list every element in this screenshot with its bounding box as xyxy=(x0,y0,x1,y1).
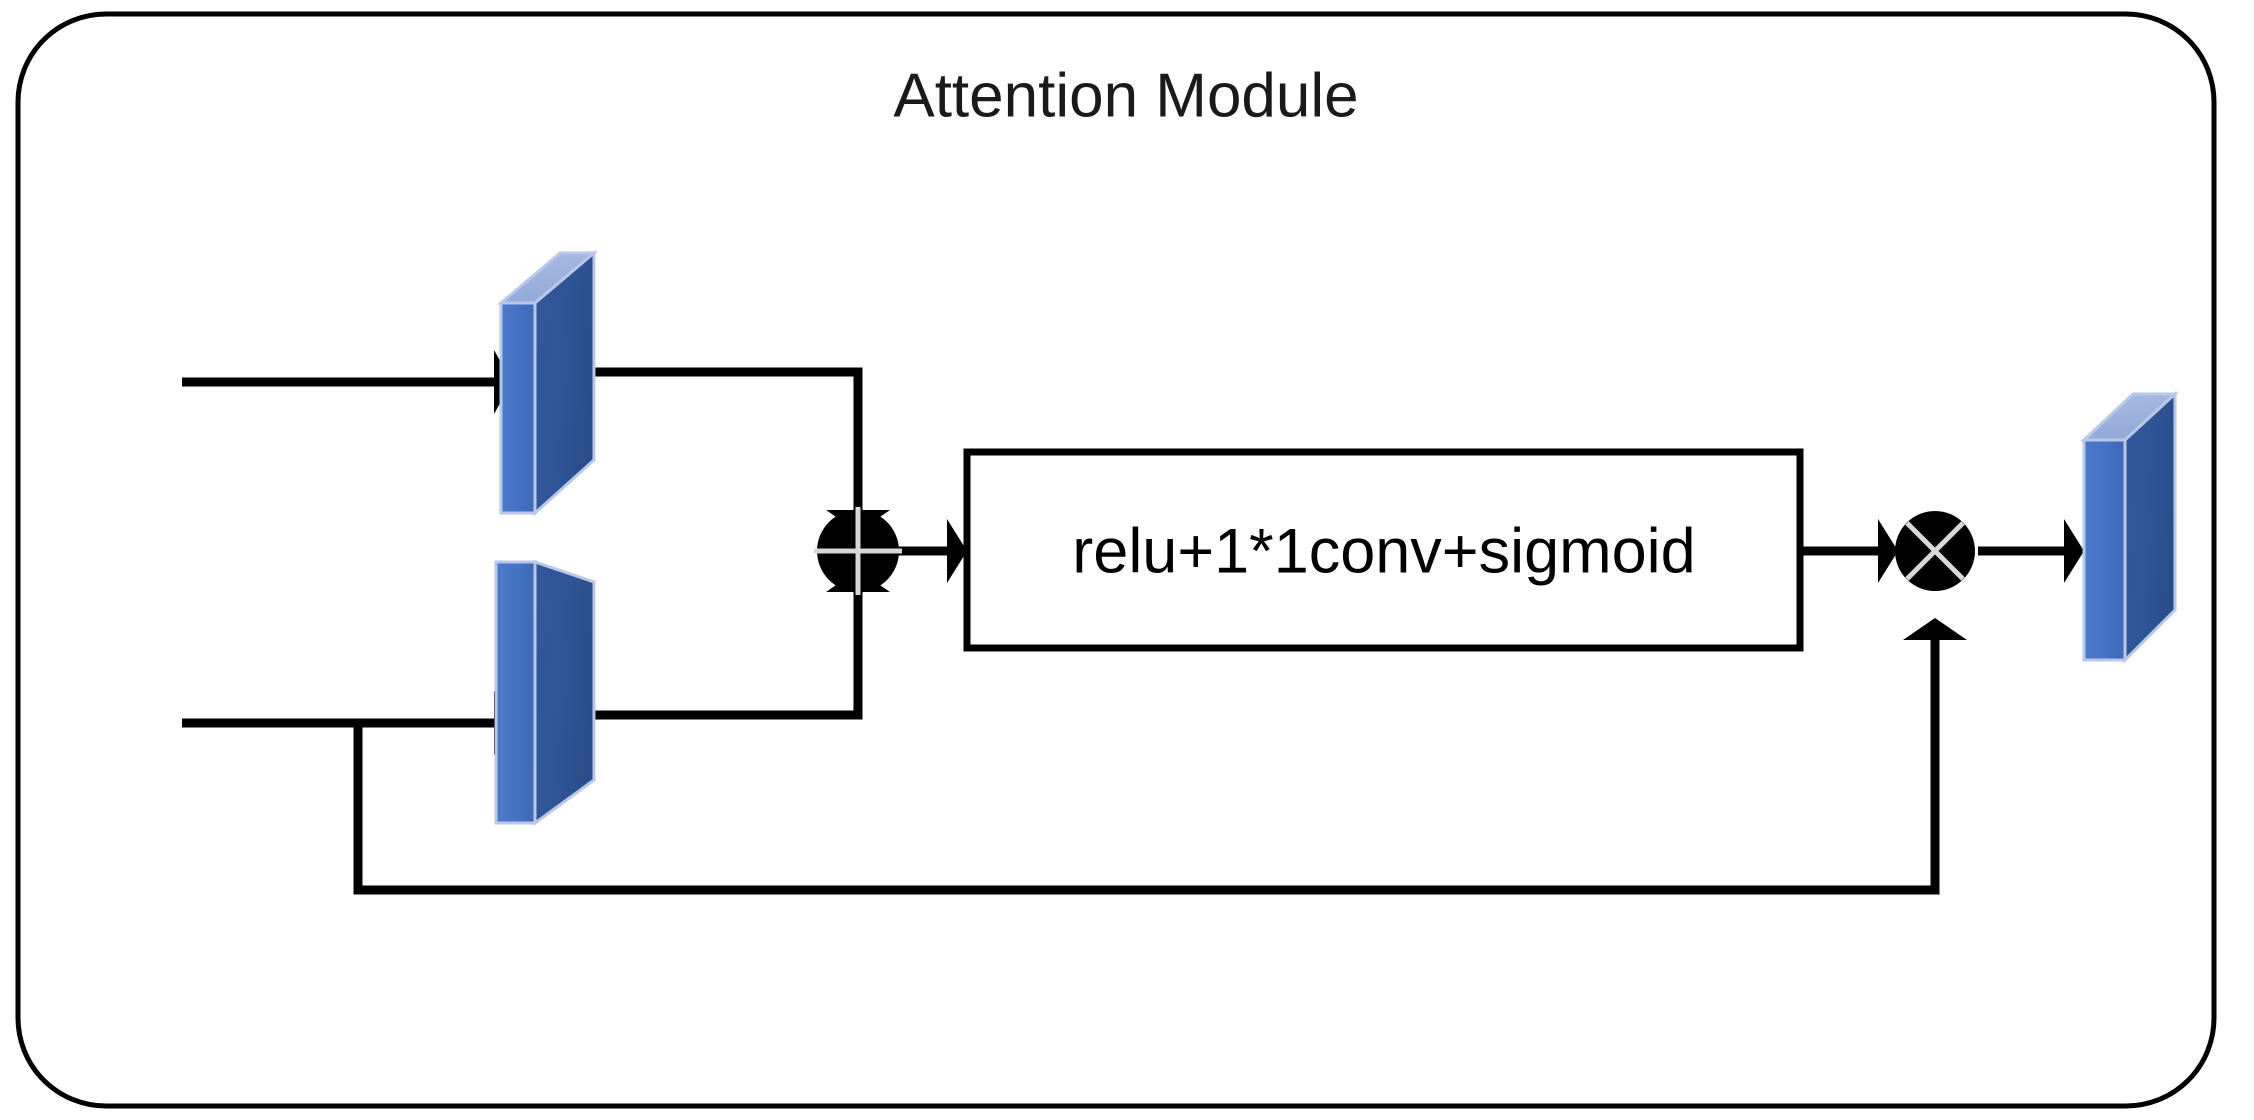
page-title: Attention Module xyxy=(893,61,1358,130)
conv-to-multiply-wire xyxy=(1800,519,1898,583)
feature-map-output xyxy=(2080,390,2179,664)
conv-op-box-label: relu+1*1conv+sigmoid xyxy=(1072,517,1695,587)
feature-map-bottom xyxy=(494,559,596,826)
multiply-node xyxy=(1895,511,1975,591)
conv-op-box: relu+1*1conv+sigmoid xyxy=(963,448,1804,652)
tensor-side-face xyxy=(533,559,596,826)
tensor-front-face xyxy=(499,301,537,515)
conv-op-box-rect xyxy=(963,448,1804,652)
arrow-head-icon xyxy=(947,519,967,583)
arrow-head-icon xyxy=(2064,519,2084,583)
arrow-head-icon xyxy=(1878,519,1898,583)
cross-multiply-icon xyxy=(1905,521,1965,581)
add-node xyxy=(814,507,902,595)
tensor-front-face xyxy=(2082,438,2127,662)
arrow-head-icon xyxy=(1903,618,1967,640)
skip-connection-wire xyxy=(353,618,1967,895)
feature-map-top xyxy=(496,249,599,517)
plus-icon xyxy=(814,507,902,595)
multiply-to-output-wire xyxy=(1978,519,2084,583)
tensor-front-face xyxy=(494,560,537,825)
